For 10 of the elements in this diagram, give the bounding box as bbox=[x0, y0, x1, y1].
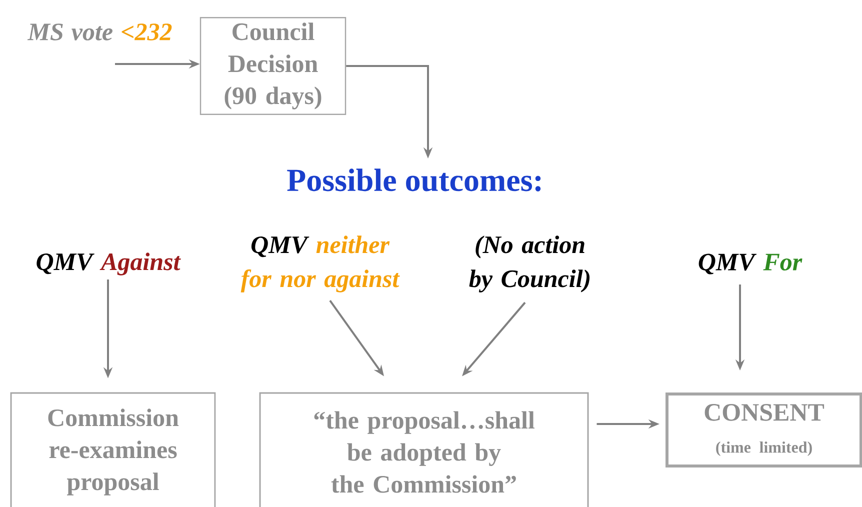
outcome-label: QMV Against bbox=[36, 252, 181, 276]
outcome-label: QMV neither for nor against bbox=[240, 236, 400, 292]
heading: Possible outcomes: bbox=[287, 168, 541, 192]
process-box: Council Decision (90 days) bbox=[200, 17, 346, 115]
process-box: “the proposal…shall be adopted by the Commission” bbox=[259, 392, 589, 507]
outcome-label: (No action by Council) bbox=[469, 236, 590, 292]
vote-label: MS vote <232 bbox=[27, 24, 172, 40]
outcome-label: QMV For bbox=[698, 254, 802, 274]
process-box: CONSENT (time limited) bbox=[666, 392, 862, 468]
process-box: Commission re-examines proposal bbox=[10, 392, 216, 507]
